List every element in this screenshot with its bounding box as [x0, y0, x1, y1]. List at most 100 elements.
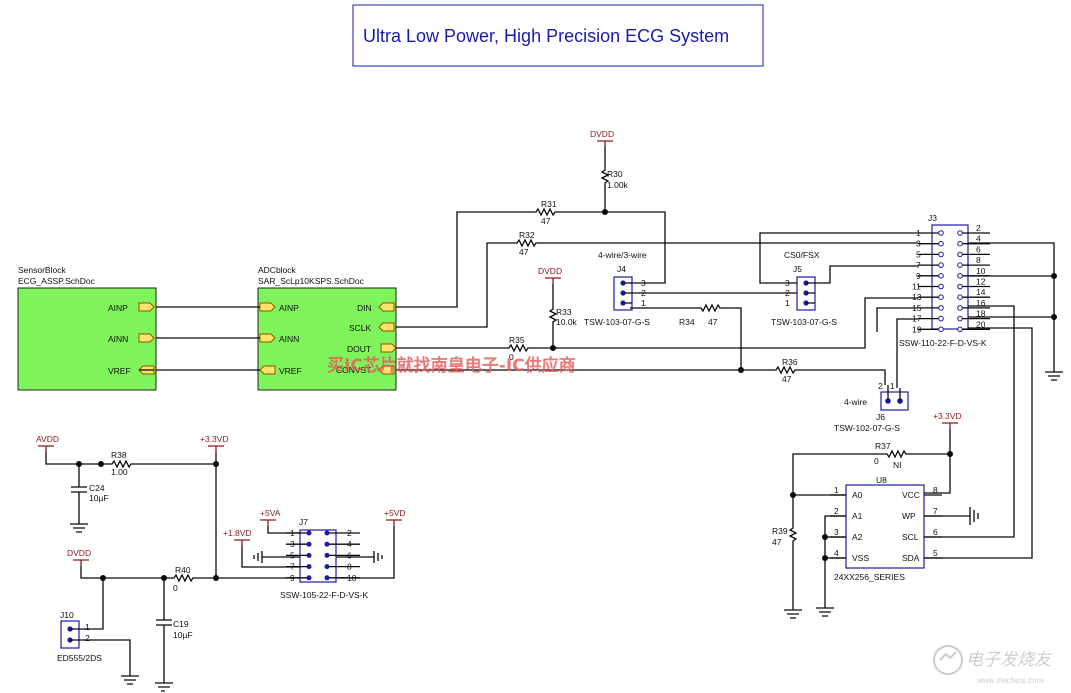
j3-right-pin-number: 14 — [976, 287, 986, 297]
j5-ref: J5 — [793, 264, 802, 274]
j3-right-pin-number: 4 — [976, 234, 981, 244]
j7-pin — [306, 552, 312, 558]
r40-value: 0 — [173, 583, 178, 593]
j6-part: TSW-102-07-G-S — [834, 423, 900, 433]
v5va-net: +5VA — [260, 508, 281, 518]
schematic-title: Ultra Low Power, High Precision ECG Syst… — [363, 26, 729, 46]
j10-part: ED555/2DS — [57, 653, 102, 663]
j7-pin — [306, 575, 312, 581]
j3-pin-hole — [957, 283, 963, 290]
j3-right-pin-number: 2 — [976, 223, 981, 233]
j7-left-pin-number: 5 — [290, 550, 295, 560]
j3-body[interactable] — [931, 224, 969, 330]
u8-right-pin-name: VCC — [902, 490, 920, 500]
c24-value: 10µF — [89, 493, 109, 503]
j3-left-pin-number: 3 — [916, 239, 921, 249]
r37-ref: R37 — [875, 441, 891, 451]
adc-port-din: DIN — [357, 303, 372, 313]
c19-value: 10µF — [173, 630, 193, 640]
j7-pin — [324, 530, 330, 536]
u8-right-pin-number: 6 — [933, 527, 938, 537]
j3-left-pin-number: 11 — [912, 282, 921, 292]
j3-pin-hole — [957, 294, 963, 301]
j7-left-pin-number: 3 — [290, 539, 295, 549]
j3-pin-hole — [957, 230, 963, 236]
j3-left-pin-number: 13 — [912, 292, 922, 302]
j7-left-pin-number: 9 — [290, 573, 295, 583]
v18-net: +1.8VD — [223, 528, 252, 538]
j3-left-pin-number: 5 — [916, 249, 921, 259]
j5-part: TSW-103-07-G-S — [771, 317, 837, 327]
u8-left-pin-name: A2 — [852, 532, 863, 542]
watermark-text: 买IC芯片就找南皇电子-IC供应商 — [327, 355, 576, 376]
sensor-port-vref: VREF — [108, 366, 131, 376]
logo-url: www.elecfans.com — [976, 676, 1044, 685]
r31-ref: R31 — [541, 199, 557, 209]
r33-ref: R33 — [556, 307, 572, 317]
j3-left-pin-number: 9 — [916, 271, 921, 281]
elecfans-logo: 电子发烧友 www.elecfans.com — [933, 645, 1053, 685]
j10-body[interactable] — [60, 620, 80, 649]
j7-pin — [324, 552, 330, 558]
sensor-sheet-block[interactable] — [17, 287, 157, 391]
r39-value: 47 — [772, 537, 782, 547]
dvdd-net-r33: DVDD — [538, 266, 562, 276]
u8-left-pin-number: 2 — [834, 506, 839, 516]
j6-pin2: 2 — [878, 381, 883, 391]
j3-pin-hole — [957, 326, 963, 333]
j3-pin-hole — [938, 315, 944, 322]
adc-block-file: SAR_ScLp10KSPS.SchDoc — [258, 276, 365, 286]
u8-left-pin-name: A0 — [852, 490, 863, 500]
j6-pin1: 1 — [890, 381, 895, 391]
j6-label: 4-wire — [844, 397, 867, 407]
j3-pin-hole — [938, 326, 944, 333]
u8-ref: U8 — [876, 475, 887, 485]
v33-net-u8: +3.3VD — [933, 411, 962, 421]
j3-right-pin-number: 18 — [976, 309, 986, 319]
r30-value: 1.00k — [607, 180, 629, 190]
dvdd-net-top: DVDD — [590, 129, 614, 139]
sensor-block-name: SensorBlock — [18, 265, 66, 275]
sensor-port-ainn: AINN — [108, 334, 128, 344]
j3-pin-hole — [938, 305, 944, 311]
j3-left-pin-number: 19 — [912, 324, 922, 334]
r36-value: 47 — [782, 374, 792, 384]
u8-body[interactable] — [845, 484, 925, 569]
j7-pin — [324, 575, 330, 581]
adc-port-ainp: AINP — [279, 303, 299, 313]
adc-sheet-block[interactable] — [257, 287, 397, 391]
j3-right-pin-number: 16 — [976, 298, 986, 308]
r32-value: 47 — [519, 247, 529, 257]
j4-ref: J4 — [617, 264, 626, 274]
j3-right-pin-number: 12 — [976, 277, 986, 287]
port-marker — [259, 302, 276, 312]
j4-part: TSW-103-07-G-S — [584, 317, 650, 327]
port-marker — [259, 365, 276, 375]
j4-label: 4-wire/3-wire — [598, 250, 647, 260]
j3-right-pin-number: 8 — [976, 255, 981, 265]
j3-pin-hole — [957, 251, 963, 258]
r35-ref: R35 — [509, 335, 525, 345]
j3-pin-hole — [938, 240, 944, 247]
j3-pin-hole — [938, 273, 944, 279]
u8-left-pin-name: A1 — [852, 511, 863, 521]
j3-pin-hole — [938, 251, 944, 258]
r38-ref: R38 — [111, 450, 127, 460]
r34-value: 47 — [708, 317, 718, 327]
c24-ref: C24 — [89, 483, 105, 493]
adc-port-vref: VREF — [279, 366, 302, 376]
j10-pin1: 1 — [85, 622, 90, 632]
r30-ref: R30 — [607, 169, 623, 179]
j6-body[interactable] — [880, 391, 909, 411]
j5-pin1: 1 — [785, 298, 790, 308]
j7-pin — [324, 541, 330, 547]
title-box — [352, 4, 764, 67]
j3-pin-hole — [957, 305, 963, 311]
j3-pin-hole — [957, 262, 963, 268]
u8-left-pin-number: 3 — [834, 527, 839, 537]
j3-right-pin-number: 10 — [976, 266, 986, 276]
u8-right-pin-name: WP — [902, 511, 916, 521]
r32-ref: R32 — [519, 230, 535, 240]
j3-right-pin-number: 20 — [976, 319, 986, 329]
j4-pin3: 3 — [641, 278, 646, 288]
